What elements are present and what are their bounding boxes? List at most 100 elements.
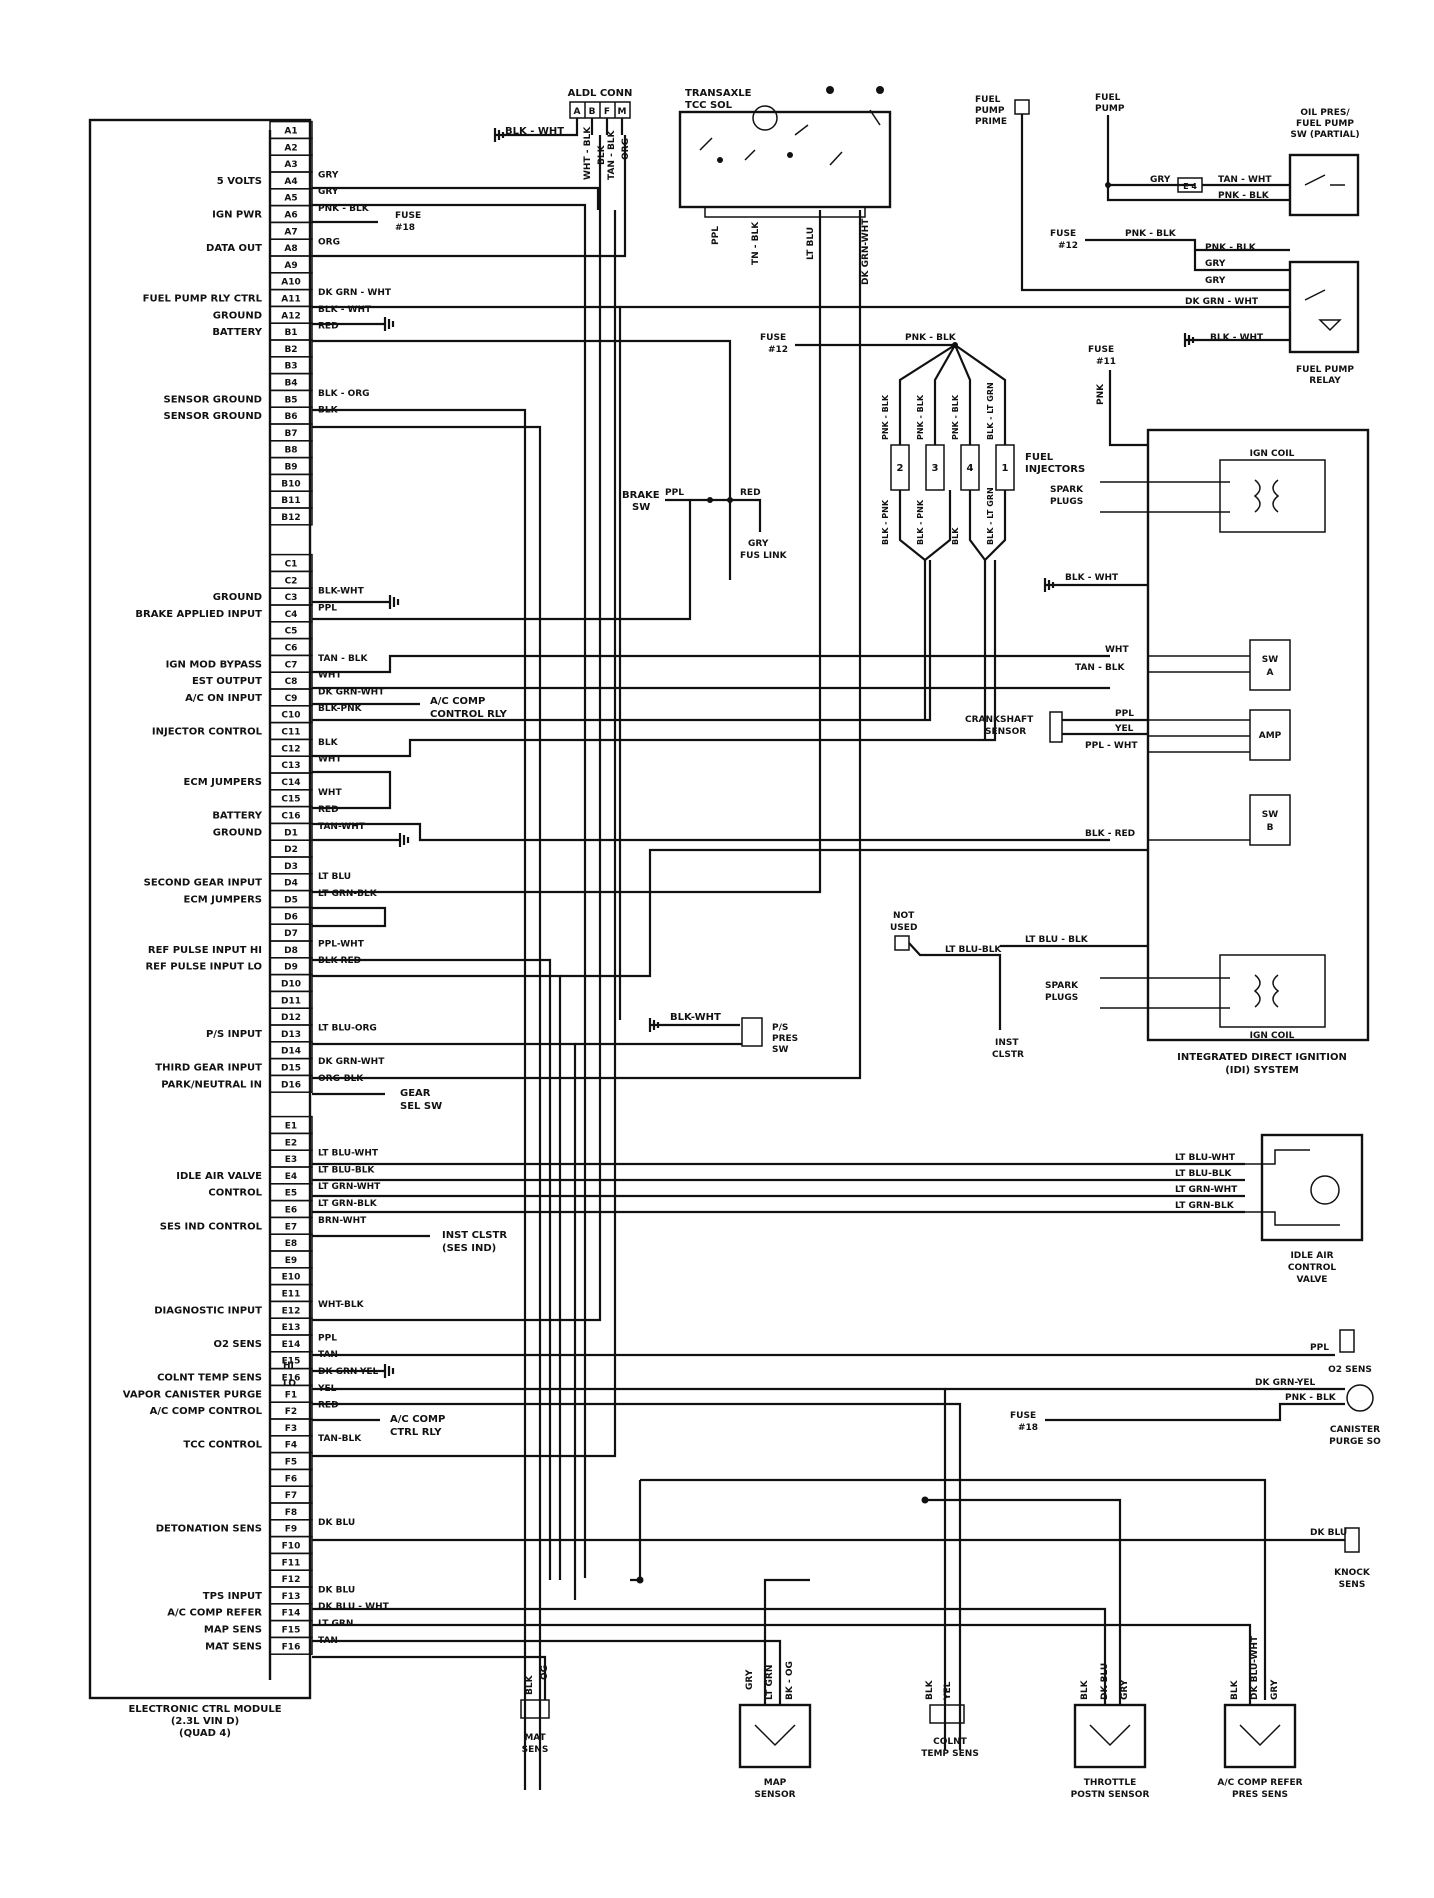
- idi-ground-label: BLK - WHT: [1065, 573, 1119, 583]
- fuel-pump-wire-2: [1106, 185, 1290, 202]
- not-used-label-2: USED: [890, 923, 917, 933]
- ecm-wires: [312, 135, 1345, 1790]
- fuel-relay-ground-label: BLK - WHT: [1210, 333, 1264, 343]
- map-wire-label: LT GRN: [765, 1665, 775, 1700]
- aldl-wire-label: ORG: [621, 138, 631, 160]
- ecm-wire-color-label: BLK-WHT: [318, 587, 365, 597]
- sensor-ground-bus: [640, 1478, 1267, 1700]
- junction-dot: [707, 497, 713, 503]
- wire-f15: [312, 1639, 782, 1705]
- ecm-function-label: INJECTOR CONTROL: [152, 727, 263, 738]
- ecm-pin-label: D15: [281, 1064, 301, 1074]
- tps-wire-label: DK BLU: [1100, 1663, 1110, 1700]
- canister-label: CANISTER: [1330, 1425, 1380, 1435]
- brake-wire-out-label: RED: [740, 488, 761, 498]
- ecm-wire-color-label: DK BLU - WHT: [318, 1602, 390, 1612]
- ecm-pin-boxes: A1A2A3A4A5A6A7A8A9A10A11A12B1B2B3B4B5B6B…: [269, 120, 313, 1655]
- inst-clstr-ses-label-2: (SES IND): [442, 1243, 496, 1254]
- wire-f14: [312, 1623, 1252, 1705]
- canister-purge-icon: [1346, 1384, 1374, 1412]
- ecm-function-label: GROUND: [213, 592, 262, 603]
- ecm-function-label: GROUND: [213, 827, 262, 838]
- map-sensor-box: [738, 1703, 812, 1769]
- wire-d15: [312, 210, 862, 1080]
- ps-sw-label-3: SW: [772, 1045, 788, 1055]
- fuel-injectors-label: FUEL: [1025, 452, 1054, 463]
- oil-pres-label: OIL PRES/: [1300, 108, 1350, 118]
- ecm-pin-label: B6: [284, 412, 297, 422]
- ecm-wire-color-label: BLK - WHT: [318, 305, 372, 315]
- ecm-pin-label: D6: [284, 912, 298, 922]
- ecm-pin-label: F9: [285, 1525, 297, 1535]
- ecm-wire-color-label: LT BLU-BLK: [318, 1165, 375, 1175]
- ecm-wire-color-label: WHT-BLK: [318, 1300, 365, 1310]
- ground-dot-icon: [876, 86, 884, 94]
- injector-number: 4: [967, 463, 974, 474]
- ground-icon: [383, 1364, 395, 1378]
- wire-f4: [312, 210, 617, 1458]
- wire-d13: [312, 1042, 577, 1600]
- ecm-wire-color-label: BLK-RED: [318, 956, 361, 966]
- ac-comp-refer-pres-sensor: BLK DK BLU-WHT GRY A/C COMP REFER PRES S…: [1217, 1635, 1302, 1800]
- ecm-pin-label: C16: [281, 812, 300, 822]
- ecm-pin-label: A3: [284, 160, 297, 170]
- wire-b6: [312, 425, 542, 1790]
- ecm-function-label: IGN PWR: [212, 210, 262, 221]
- fuse18-label: FUSE: [395, 211, 421, 221]
- sw-b-box: [1249, 794, 1291, 846]
- ecm-wire-color-label: BLK-PNK: [318, 704, 363, 714]
- ecm-pin-label: E5: [285, 1189, 297, 1199]
- fuel-pump-prime-label-2: PUMP: [975, 106, 1005, 116]
- brake-switch: BRAKE SW PPL RED GRY FUS LINK: [622, 488, 788, 561]
- ecm-inline-labels: FUSE #18 A/C COMP CONTROL RLY GEAR SEL S…: [390, 126, 721, 1438]
- ecm-wire-color-label: DK BLU: [318, 1585, 355, 1595]
- ecm-pin-label: B4: [284, 379, 297, 389]
- ecm-pin-label: F4: [285, 1441, 297, 1451]
- ecm-outline: [88, 118, 312, 1700]
- o2-sens-label: O2 SENS: [1328, 1365, 1372, 1375]
- ecm-function-label: A/C ON INPUT: [185, 693, 262, 704]
- tps-wire-label: BLK: [1080, 1679, 1090, 1700]
- spark-plugs2-label-2: PLUGS: [1045, 993, 1078, 1003]
- injector-box: [925, 444, 945, 491]
- injector-bottom-wire: BLK - LT GRN: [986, 487, 995, 545]
- ecm-function-label: IDLE AIR VALVE: [176, 1171, 262, 1182]
- wire-c4: [312, 500, 692, 621]
- ecm-function-label: BRAKE APPLIED INPUT: [135, 609, 262, 620]
- ecm-function-label: SENSOR GROUND: [164, 394, 263, 405]
- idi-wht-label: WHT: [1105, 645, 1129, 655]
- ecm-function-label: ECM JUMPERS: [184, 895, 262, 906]
- fuse12b-number: #12: [1058, 241, 1078, 251]
- ecm-pin-label: C5: [285, 627, 298, 637]
- ecm-wire-color-label: LT BLU-ORG: [318, 1023, 377, 1033]
- ecm-function-label: A/C COMP REFER: [167, 1608, 262, 1619]
- inst-clstr-wire: [908, 942, 1002, 1030]
- ground-icon: [383, 317, 395, 331]
- fuel-wire-tan-label: TAN - WHT: [1218, 175, 1272, 185]
- wire-e12: [312, 135, 602, 1322]
- ecm-caption-1: ELECTRONIC CTRL MODULE: [128, 1704, 281, 1715]
- ecm-wire-color-label: BLK - ORG: [318, 389, 370, 399]
- junction-dot: [921, 1496, 929, 1504]
- ecm-pin-label: E13: [282, 1323, 301, 1333]
- wire-a5: [312, 203, 587, 1578]
- ecm-wire-color-label: DK GRN-WHT: [318, 1057, 385, 1067]
- ground-icon: [388, 595, 400, 609]
- ecm-function-label: COLNT TEMP SENS: [157, 1373, 262, 1384]
- ecm-pin-label: F8: [285, 1508, 297, 1518]
- sw-b-label-2: B: [1267, 823, 1274, 833]
- ecm-wire-color-label: WHT: [318, 788, 342, 798]
- wire-d5-d6: [312, 906, 387, 928]
- colnt-wire-label: YEL: [943, 1681, 953, 1701]
- amp-label: AMP: [1259, 731, 1282, 741]
- canister-wire-label: DK GRN-YEL: [1255, 1378, 1316, 1388]
- brake-sw-label: BRAKE: [622, 490, 660, 501]
- iac-label-3: VALVE: [1297, 1275, 1328, 1285]
- wire-e16: [312, 1387, 947, 1750]
- spark-plugs-label-2: PLUGS: [1050, 497, 1083, 507]
- ecm-pin-box: [269, 1636, 313, 1655]
- ecm-pin-label: A2: [284, 143, 297, 153]
- inst-clstr-ses-label: INST CLSTR: [442, 1230, 507, 1241]
- ecm-pin-label: A7: [284, 227, 297, 237]
